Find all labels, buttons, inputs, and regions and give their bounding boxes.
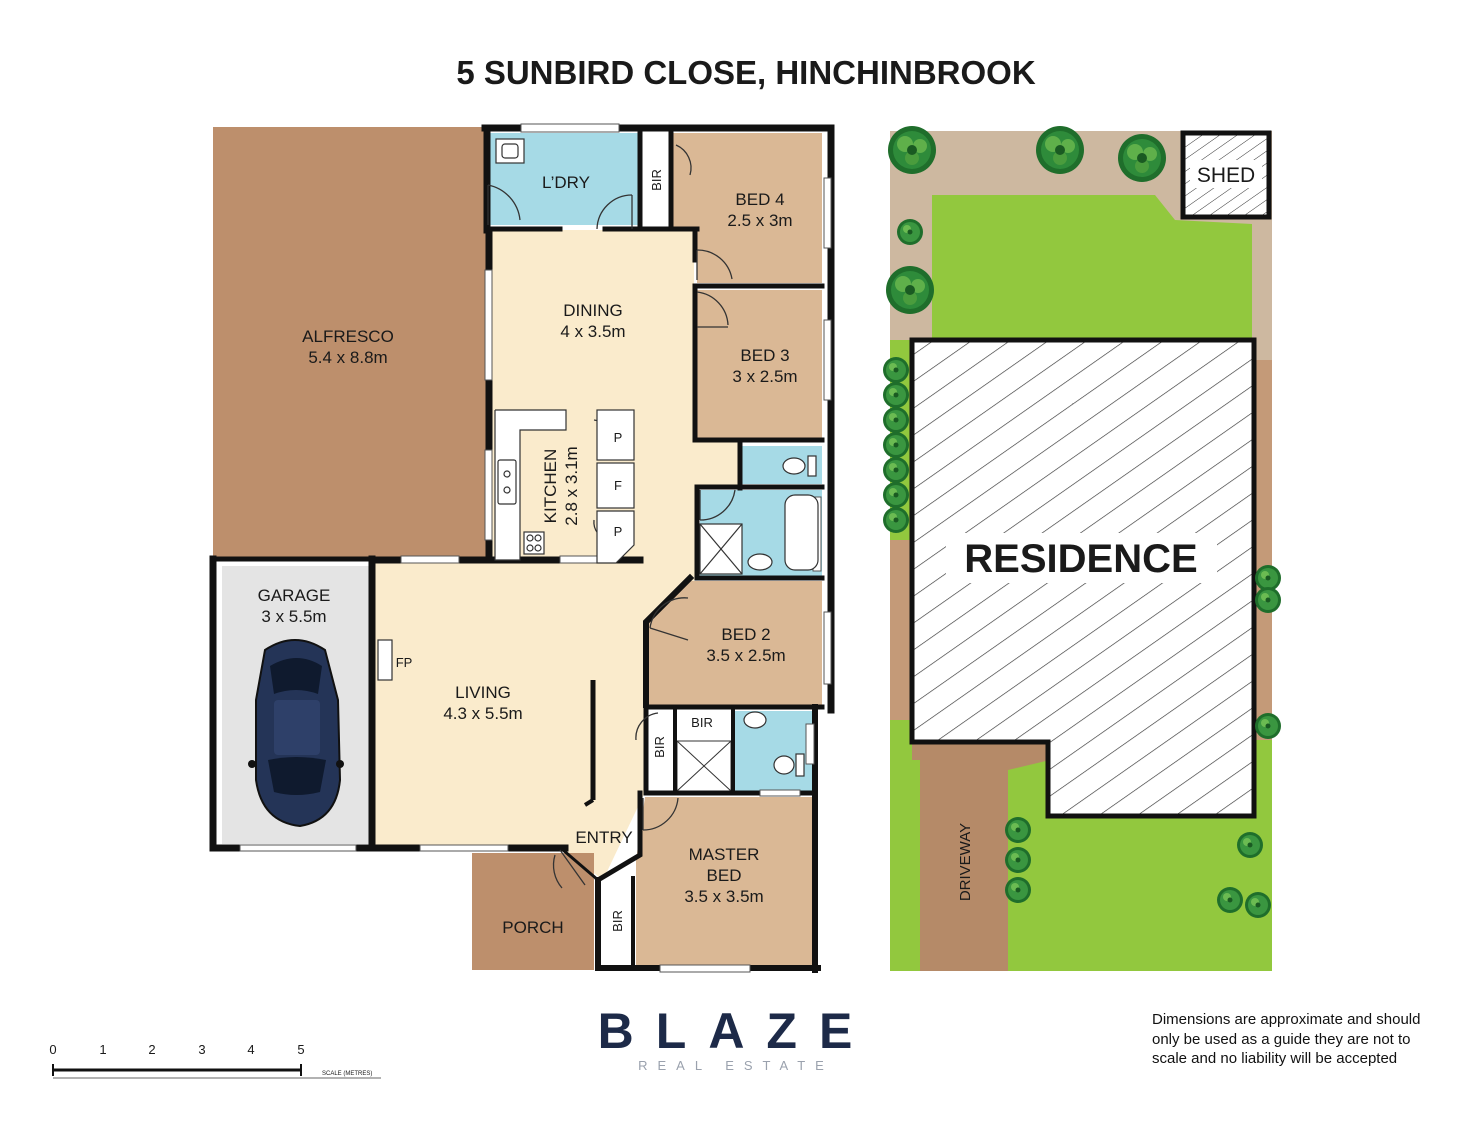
- brand-logo: BLAZE: [598, 1003, 875, 1059]
- room-dims-master: 3.5 x 3.5m: [684, 887, 763, 906]
- room-name-master-2: BED: [707, 866, 742, 885]
- room-name-bed2: BED 2: [721, 625, 770, 644]
- car-icon: [248, 639, 344, 828]
- bir-label-1: BIR: [649, 169, 664, 191]
- room-dims-bed2: 3.5 x 2.5m: [706, 646, 785, 665]
- room-name-garage: GARAGE: [258, 586, 331, 605]
- porch-area: [472, 853, 594, 970]
- room-labels: ALFRESCO 5.4 x 8.8m L’DRY BED 4 2.5 x 3m…: [258, 169, 798, 937]
- bir-master-b: [677, 711, 731, 739]
- door-swings: [487, 144, 736, 889]
- room-name-laundry: L’DRY: [542, 173, 590, 192]
- shed-label: SHED: [1197, 164, 1255, 187]
- room-name-dining: DINING: [563, 301, 623, 320]
- fireplace-label: FP: [396, 655, 413, 670]
- bir-bed4: [642, 133, 670, 225]
- room-dims-alfresco: 5.4 x 8.8m: [308, 348, 387, 367]
- residence-label-bg: [946, 533, 1217, 583]
- brand-subtitle: REAL ESTATE: [638, 1058, 834, 1073]
- room-dims-bed4: 2.5 x 3m: [727, 211, 792, 230]
- living-dining-area: [374, 230, 740, 880]
- scale-tick-2: 2: [148, 1042, 155, 1057]
- scale-tick-1: 1: [99, 1042, 106, 1057]
- walls: [209, 124, 835, 973]
- scale-tick-0: 0: [49, 1042, 56, 1057]
- pantry-label-1: P: [614, 430, 623, 445]
- kitchen-fixtures: [377, 138, 819, 777]
- room-name-entry: ENTRY: [575, 828, 632, 847]
- scale-label: SCALE (METRES): [322, 1071, 372, 1077]
- master-bed-area: [636, 797, 815, 968]
- scale-tick-3: 3: [198, 1042, 205, 1057]
- room-dims-dining: 4 x 3.5m: [560, 322, 625, 341]
- driveway-label: DRIVEWAY: [957, 823, 974, 901]
- house-floor-plan: ALFRESCO 5.4 x 8.8m L’DRY BED 4 2.5 x 3m…: [209, 123, 835, 973]
- room-dims-kitchen: 2.8 x 3.1m: [562, 446, 581, 525]
- bed2-area: [649, 581, 822, 705]
- fridge-label: F: [614, 478, 622, 493]
- room-dims-garage: 3 x 5.5m: [261, 607, 326, 626]
- room-name-living: LIVING: [455, 683, 511, 702]
- scale-bar: 0 1 2 3 4 5 SCALE (METRES): [49, 1042, 381, 1079]
- bir-master-c: [602, 878, 632, 966]
- room-name-porch: PORCH: [502, 918, 563, 937]
- bir-label-3: BIR: [652, 736, 667, 758]
- residence-label: RESIDENCE: [964, 537, 1197, 581]
- room-name-kitchen: KITCHEN: [541, 449, 560, 524]
- bir-label-2: BIR: [691, 715, 713, 730]
- room-dims-living: 4.3 x 5.5m: [443, 704, 522, 723]
- scale-tick-4: 4: [247, 1042, 254, 1057]
- scale-tick-5: 5: [297, 1042, 304, 1057]
- room-name-bed3: BED 3: [740, 346, 789, 365]
- bed3-area: [697, 290, 822, 439]
- bir-label-4: BIR: [610, 910, 625, 932]
- driveway-side: [890, 540, 912, 720]
- pantry-label-2: P: [614, 524, 623, 539]
- page-title: 5 SUNBIRD CLOSE, HINCHINBROOK: [456, 54, 1036, 91]
- site-plan: RESIDENCE SHED DRIVEWAY: [883, 126, 1281, 971]
- driveway-area: [912, 740, 1050, 971]
- room-dims-bed3: 3 x 2.5m: [732, 367, 797, 386]
- room-name-master-1: MASTER: [689, 845, 760, 864]
- garden-path: [890, 131, 1272, 360]
- room-name-alfresco: ALFRESCO: [302, 327, 394, 346]
- disclaimer: Dimensions are approximate and should on…: [1152, 1011, 1421, 1067]
- bed4-area: [672, 133, 822, 283]
- room-name-bed4: BED 4: [735, 190, 784, 209]
- alfresco-area: [213, 127, 487, 559]
- bir-master-a: [649, 711, 673, 791]
